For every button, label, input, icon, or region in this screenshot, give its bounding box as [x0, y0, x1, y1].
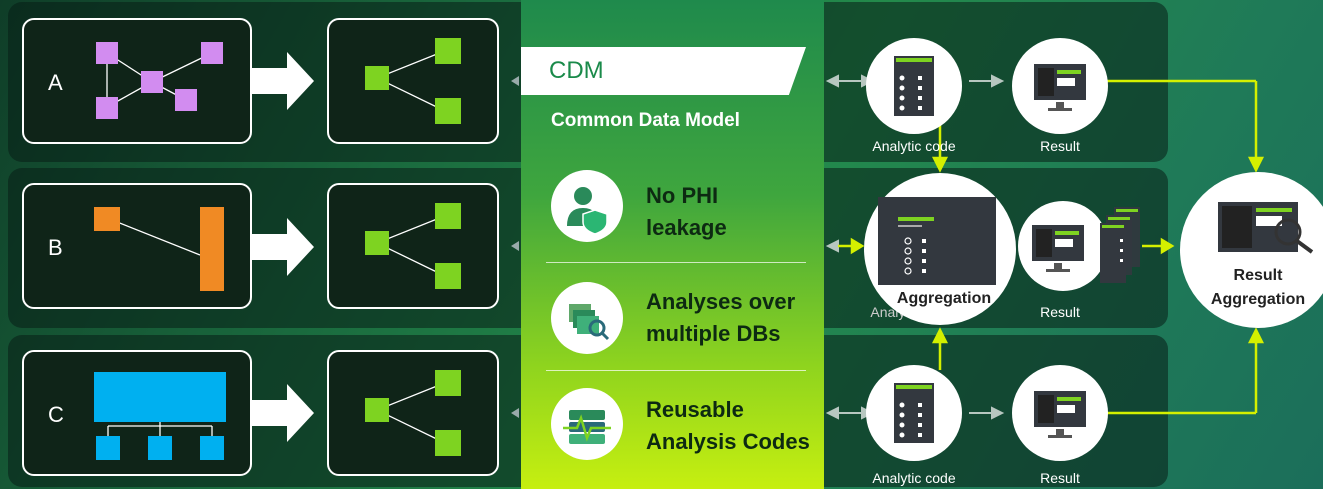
schema-graph-b [94, 207, 224, 291]
stacked-reports-icon [1100, 207, 1140, 283]
feature-reusable-line1: Reusable [646, 397, 744, 422]
feature-no-phi-line2: leakage [646, 215, 727, 240]
feature-no-phi-label: No PHI leakage [646, 180, 727, 244]
feature-reusable-label: Reusable Analysis Codes [646, 394, 810, 458]
result-monitor-icon-c [1012, 365, 1108, 461]
cdm-db-a [327, 18, 499, 144]
analytic-code-caption-a: Analytic code [872, 138, 956, 154]
cdm-tree-b [365, 203, 461, 289]
row-letter-b: B [48, 235, 63, 260]
multi-database-search-icon [551, 282, 623, 354]
aggregation-circle: Aggregation [864, 173, 1016, 325]
result-aggregation-line2: Aggregation [1210, 291, 1306, 308]
feature-reusable-line2: Analysis Codes [646, 429, 810, 454]
transform-arrow-a [252, 52, 314, 110]
source-db-c: C [22, 350, 252, 476]
result-caption-c: Result [1040, 470, 1080, 486]
result-caption-b: Result [1040, 304, 1080, 320]
cdm-db-c [327, 350, 499, 476]
source-db-a: A [22, 18, 252, 144]
source-db-b: B [22, 183, 252, 309]
schema-graph-a [96, 42, 223, 119]
flow-connectors [825, 74, 1265, 420]
cdm-subtitle: Common Data Model [551, 110, 740, 131]
schema-graph-c [94, 372, 226, 460]
result-caption-a: Result [1040, 138, 1080, 154]
person-shield-icon [551, 170, 623, 242]
feature-divider-1 [546, 262, 806, 263]
feature-no-phi-line1: No PHI [646, 183, 719, 208]
result-monitor-icon-a [1012, 38, 1108, 134]
analytic-code-icon-a [866, 38, 962, 134]
result-aggregation-line1: Result [1233, 267, 1283, 284]
cdm-db-b [327, 183, 499, 309]
transform-arrow-b [252, 218, 314, 276]
feature-multi-db-label: Analyses over multiple DBs [646, 286, 795, 350]
transform-arrows [252, 52, 314, 442]
result-monitor-icon-b [1018, 201, 1108, 291]
feature-multi-db-line2: multiple DBs [646, 321, 781, 346]
cdm-title: CDM [549, 57, 604, 84]
analytic-code-caption-c: Analytic code [872, 470, 956, 486]
transform-arrow-c [252, 384, 314, 442]
result-aggregation-label: Result Aggregation [1196, 264, 1320, 312]
feature-divider-2 [546, 370, 806, 371]
row-letter-c: C [48, 402, 64, 427]
analytic-code-icon-c [866, 365, 962, 461]
aggregation-label: Aggregation [896, 290, 992, 307]
cdm-tree-c [365, 370, 461, 456]
code-server-pulse-icon [551, 388, 623, 460]
panel-left-arrowheads [511, 76, 519, 418]
cdm-title-banner: CDM [521, 47, 806, 95]
row-letter-a: A [48, 70, 63, 95]
cdm-tree-a [365, 38, 461, 124]
feature-multi-db-line1: Analyses over [646, 289, 796, 314]
result-aggregation-circle: Result Aggregation [1180, 172, 1323, 328]
cdm-panel: CDM Common Data Model No PHI leakage [521, 0, 824, 489]
